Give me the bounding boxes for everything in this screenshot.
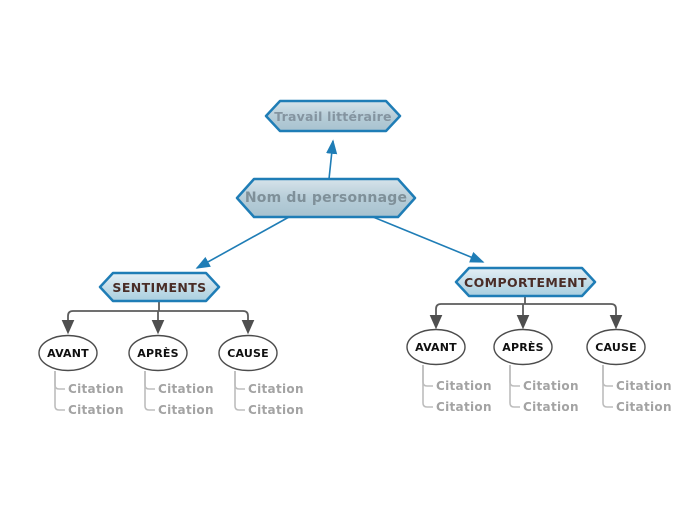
ellipse-avant-left-shape (38, 334, 98, 372)
citation-item[interactable]: Citation (248, 382, 304, 396)
ellipse-node-cause-left[interactable]: CAUSE (227, 346, 269, 360)
branch-comportement-shape (454, 266, 597, 298)
citation-item[interactable]: Citation (616, 400, 672, 414)
arrow-main-to-comportement (372, 216, 485, 263)
citation-connectors-right (422, 365, 613, 408)
citation-item[interactable]: Citation (436, 400, 492, 414)
ellipse-cause-right-shape (586, 328, 646, 366)
main-node[interactable]: Nom du personnage (244, 190, 408, 206)
citation-item[interactable]: Citation (158, 382, 214, 396)
arrow-main-to-sentiments (195, 216, 290, 269)
tree-connectors-right (429, 296, 623, 330)
main-node-shape (235, 177, 417, 219)
ellipse-avant-right-shape (406, 328, 466, 366)
citation-connectors-left (54, 371, 245, 411)
citation-item[interactable]: Citation (523, 400, 579, 414)
branch-node-comportement[interactable]: COMPORTEMENT (464, 274, 587, 290)
branch-sentiments-shape (98, 271, 221, 303)
citation-item[interactable]: Citation (523, 379, 579, 393)
citation-item[interactable]: Citation (616, 379, 672, 393)
citation-item[interactable]: Citation (68, 382, 124, 396)
citation-item[interactable]: Citation (248, 403, 304, 417)
ellipse-node-avant-left[interactable]: AVANT (47, 346, 89, 360)
ellipse-cause-left-shape (218, 334, 278, 372)
root-node[interactable]: Travail littéraire (274, 108, 392, 124)
blue-arrow-connectors (195, 139, 485, 269)
ellipse-node-cause-right[interactable]: CAUSE (595, 340, 637, 354)
ellipse-node-avant-right[interactable]: AVANT (415, 340, 457, 354)
citation-item[interactable]: Citation (436, 379, 492, 393)
ellipse-apres-right-shape (493, 328, 553, 366)
ellipse-node-apres-right[interactable]: APRÈS (502, 340, 544, 354)
ellipse-node-apres-left[interactable]: APRÈS (137, 346, 179, 360)
citation-item[interactable]: Citation (158, 403, 214, 417)
citation-item[interactable]: Citation (68, 403, 124, 417)
branch-node-sentiments[interactable]: SENTIMENTS (112, 279, 207, 295)
tree-connectors-left (61, 301, 255, 335)
ellipse-apres-left-shape (128, 334, 188, 372)
root-node-shape (264, 99, 402, 133)
arrow-main-to-root (326, 139, 338, 180)
